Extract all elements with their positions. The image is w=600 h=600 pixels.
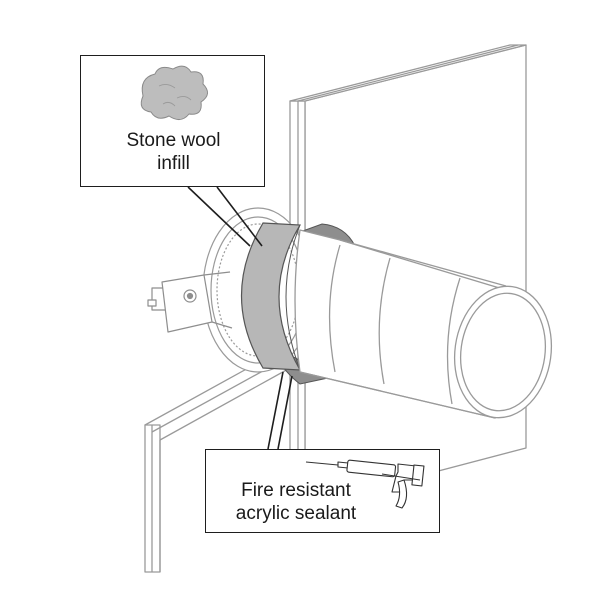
stone-wool-icon bbox=[140, 65, 208, 120]
duct-seam-2 bbox=[378, 257, 391, 385]
callout-label-sealant: Fire resistant acrylic sealant bbox=[235, 480, 357, 524]
callout-stone-wool: Stone wool infill bbox=[80, 55, 265, 187]
leader-line-sealant-right bbox=[277, 375, 293, 450]
leader-line-sealant-left bbox=[267, 371, 284, 450]
clamp-screw-center bbox=[186, 292, 194, 300]
callout-sealant: Fire resistant acrylic sealant bbox=[205, 449, 440, 533]
duct-seam-3 bbox=[446, 277, 461, 405]
wall-panel-top-line bbox=[297, 44, 519, 102]
clamp-tab bbox=[147, 299, 157, 307]
duct-bottom-edge bbox=[299, 371, 496, 419]
duct-top-edge bbox=[339, 239, 507, 287]
clamp-band-top bbox=[203, 271, 231, 276]
duct-opening-inner bbox=[459, 292, 547, 412]
clamp-hardware bbox=[147, 271, 233, 333]
leader-line-stone-right bbox=[216, 186, 263, 247]
stone-wool-ring-inner-edge bbox=[285, 224, 301, 371]
duct-opening-outer bbox=[453, 285, 553, 419]
leader-lines bbox=[187, 186, 293, 450]
leader-line-stone-left bbox=[187, 186, 251, 247]
duct-seam-1 bbox=[328, 244, 341, 373]
clamp-body bbox=[161, 274, 213, 333]
caulking-gun-icon bbox=[305, 459, 425, 509]
round-duct bbox=[294, 229, 553, 419]
clamp-band-bottom bbox=[211, 321, 233, 329]
callout-label-stone-wool: Stone wool infill bbox=[126, 130, 221, 174]
